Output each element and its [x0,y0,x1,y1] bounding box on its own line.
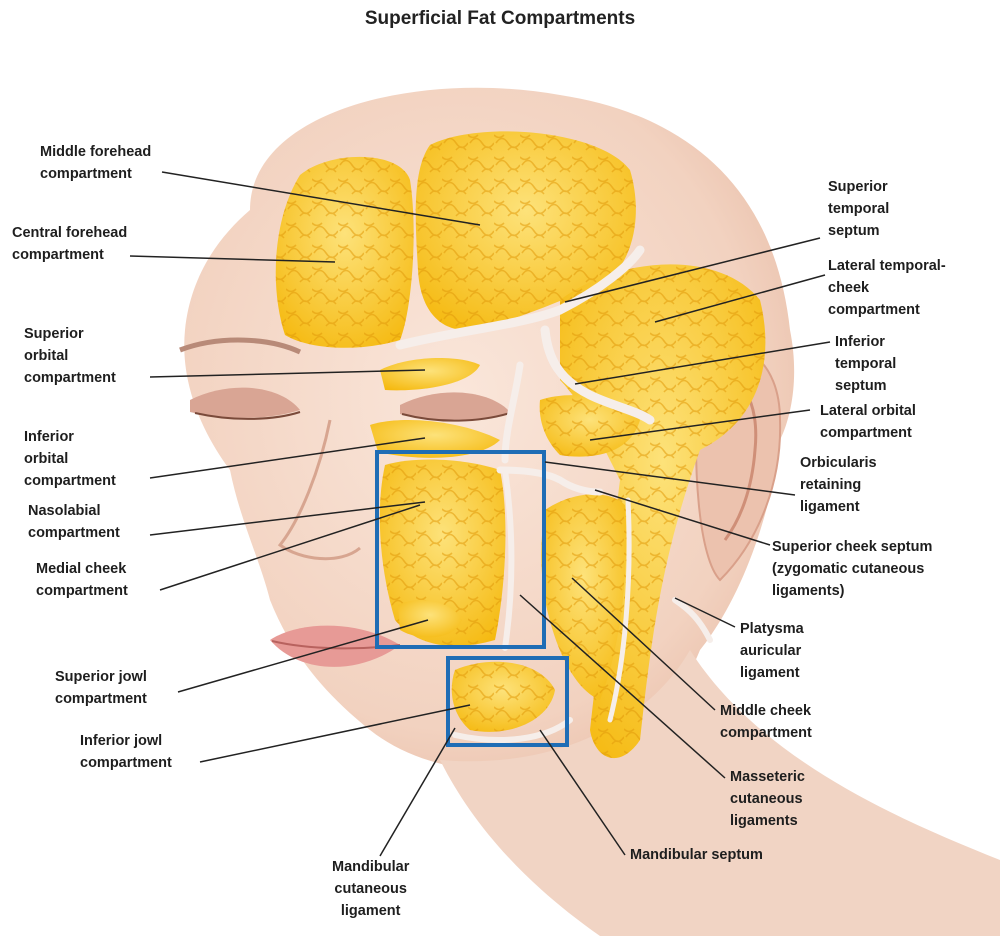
highlight-box-midface [375,450,546,649]
leader-lines [129,171,831,857]
label-mandibular-cutaneous-ligament: Mandibular cutaneous ligament [332,859,410,919]
septa [395,245,713,743]
label-superior-orbital: Superior orbital compartment [24,326,116,386]
label-superior-temporal-septum: Superior temporal septum [828,179,890,239]
label-mandibular-septum: Mandibular septum [630,847,763,863]
diagram-title: Superficial Fat Compartments [364,8,636,29]
label-superior-cheek-septum: Superior cheek septum (zygomatic cutaneo… [772,539,933,599]
label-nasolabial: Nasolabial compartment [28,503,120,541]
highlight-box-jowl [446,656,569,747]
label-central-forehead: Central forehead compartment [12,225,128,263]
label-inferior-jowl: Inferior jowl compartment [80,733,172,771]
label-platysma-auricular-ligament: Platysma auricular ligament [740,621,804,681]
label-superior-jowl: Superior jowl compartment [55,669,147,707]
label-inferior-orbital: Inferior orbital compartment [24,429,116,489]
label-middle-cheek: Middle cheek compartment [720,703,812,741]
label-masseteric-cutaneous-ligaments: Masseteric cutaneous ligaments [730,769,805,829]
label-lateral-temporal-cheek: Lateral temporal- cheek compartment [828,258,946,318]
label-lateral-orbital: Lateral orbital compartment [820,403,916,441]
label-inferior-temporal-septum: Inferior temporal septum [835,334,897,394]
label-orbicularis-retaining-ligament: Orbicularis retaining ligament [800,455,877,515]
label-medial-cheek: Medial cheek compartment [36,561,128,599]
label-middle-forehead: Middle forehead compartment [40,144,152,182]
